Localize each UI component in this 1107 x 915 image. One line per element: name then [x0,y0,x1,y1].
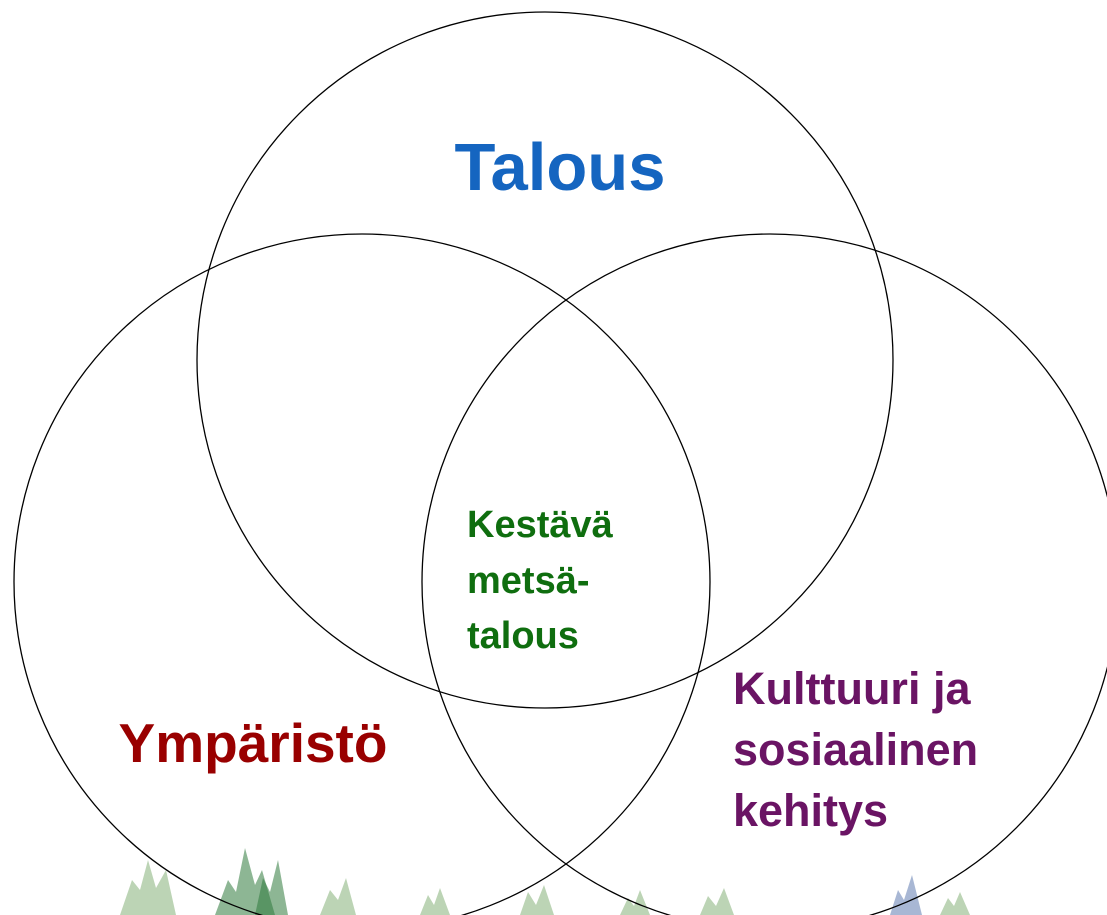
kulttuuri-label-line: Kulttuuri ja [733,663,971,714]
forest-treeline-image [120,848,970,915]
intersection-label-line: Kestävä [467,504,614,546]
talous-circle [196,11,894,709]
intersection-label: Kestävä metsä- talous [467,504,614,657]
kulttuuri-label: Kulttuuri ja sosiaalinen kehitys [733,663,978,836]
kulttuuri-label-line: sosiaalinen [733,724,978,775]
kulttuuri-label-line: kehitys [733,785,888,836]
intersection-label-line: talous [467,615,579,657]
intersection-label-line: metsä- [467,560,590,602]
kulttuuri-circle [421,233,1107,915]
talous-label: Talous [455,130,666,205]
ymparisto-label: Ympäristö [119,712,388,774]
ymparisto-circle [13,233,711,915]
